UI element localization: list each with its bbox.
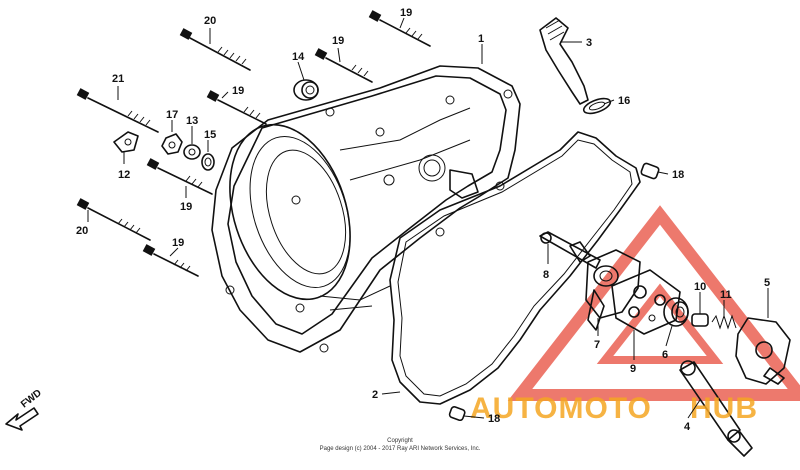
copyright-line-2: Page design (c) 2004 - 2017 Ray ARI Netw…	[320, 446, 481, 452]
label-part-3: 3	[586, 37, 592, 49]
fwd-label: FWD	[19, 388, 44, 411]
label-part-19-upper: 19	[332, 35, 344, 47]
bolt-19-mid	[146, 158, 213, 195]
label-part-13: 13	[186, 115, 198, 127]
crankcase-cover	[211, 65, 521, 353]
fwd-arrow: FWD	[5, 388, 44, 431]
label-part-18-upper: 18	[672, 169, 684, 181]
bearing	[663, 297, 689, 327]
nut	[161, 133, 183, 155]
watermark-brand-left: AUTOMOTO	[470, 392, 652, 425]
bolt-19-lower	[142, 244, 199, 277]
label-part-8: 8	[543, 269, 549, 281]
bolt-20-lower	[76, 198, 151, 241]
dowel-pin-upper	[640, 162, 660, 180]
watermark-wordmark: AUTOMOTO HUB	[470, 392, 758, 425]
label-part-19-lower: 19	[172, 237, 184, 249]
label-part-14: 14	[292, 51, 305, 63]
clutch-lifter-plate	[585, 249, 641, 331]
label-part-1: 1	[478, 33, 484, 45]
label-part-6: 6	[662, 349, 668, 361]
o-ring	[582, 97, 612, 115]
bolt-19-upper	[314, 48, 373, 83]
watermark-brand-right: HUB	[690, 392, 758, 425]
label-part-21: 21	[112, 73, 124, 85]
label-part-20-top: 20	[204, 15, 216, 27]
clutch-lever-arm	[735, 317, 791, 385]
cable-clamp	[113, 131, 139, 153]
label-part-17: 17	[166, 109, 178, 121]
label-part-19-top: 19	[400, 7, 412, 19]
label-part-12: 12	[118, 169, 130, 181]
label-part-10: 10	[694, 281, 706, 293]
copyright-line-1: Copyright	[387, 438, 413, 444]
label-part-19-mid-right: 19	[232, 85, 244, 97]
shift-shaft	[539, 231, 601, 269]
spacer-collar	[691, 313, 709, 327]
sealing-washer	[201, 153, 215, 171]
label-part-16: 16	[618, 95, 630, 107]
label-part-5: 5	[764, 277, 770, 289]
oil-filler-cap	[539, 17, 589, 105]
dowel-pin-lower	[448, 406, 466, 422]
label-part-20-lower: 20	[76, 225, 88, 237]
label-part-15: 15	[204, 129, 216, 141]
bolt-21	[76, 88, 159, 133]
label-part-2: 2	[372, 389, 378, 401]
cover-gasket	[389, 131, 641, 405]
bolt-19-mid-right	[206, 90, 267, 125]
leader-lines	[87, 17, 769, 419]
label-part-18-lower: 18	[488, 413, 500, 425]
label-part-4: 4	[684, 421, 691, 433]
label-part-9: 9	[630, 363, 636, 375]
label-part-19-mid: 19	[180, 201, 192, 213]
kick-lever-arm	[679, 360, 753, 457]
bolt-19-top	[368, 10, 431, 47]
bolt-20-top	[179, 28, 251, 71]
part-number-labels: 20 19 19 14 1 3 16 18 21 19 17 13 15 12 …	[76, 7, 770, 433]
copyright-notice: Copyright Page design (c) 2004 - 2017 Ra…	[320, 438, 481, 452]
oil-seal	[293, 79, 319, 101]
label-part-7: 7	[594, 339, 600, 351]
washer	[183, 144, 201, 160]
label-part-11: 11	[720, 289, 732, 301]
